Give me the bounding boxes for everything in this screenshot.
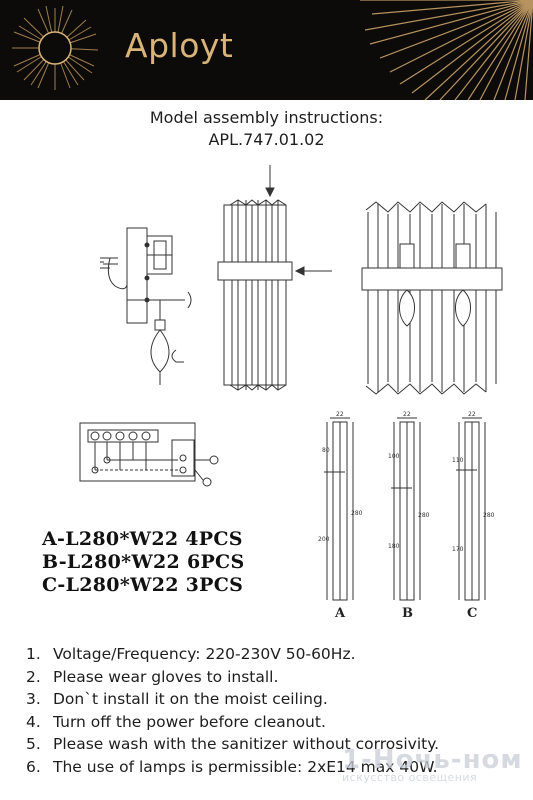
instructions-list: 1. Voltage/Frequency: 220-230V 50-60Hz. 2…	[26, 643, 439, 779]
watermark-subtitle: искусство освещения	[342, 771, 478, 784]
wiring-diagram	[79, 422, 219, 487]
list-number: 1.	[26, 645, 41, 663]
list-item: 6. The use of lamps is permissible: 2xE14…	[26, 756, 439, 779]
dim-a-width: 22	[336, 411, 344, 418]
profile-a-drawing	[324, 417, 354, 601]
parts-list: A-L280*W22 4PCS B-L280*W22 6PCS C-L280*W…	[42, 528, 245, 597]
assembly-drawings: 22 80 280 200 22 100 280 180 22 110 280 …	[79, 165, 503, 601]
profile-label-a: A	[335, 606, 346, 621]
dim-b-width: 22	[403, 411, 411, 418]
profile-c-drawing	[456, 417, 486, 601]
list-text: The use of lamps is permissible: 2xE14 m…	[53, 757, 438, 776]
list-number: 5.	[26, 735, 41, 754]
brand-name: Aployt	[125, 26, 234, 65]
dim-a-length: 280	[351, 510, 363, 517]
list-text: Turn off the power before cleanout.	[53, 712, 326, 731]
dim-c-width: 22	[468, 411, 476, 418]
list-item: 5. Please wash with the sanitizer without…	[26, 733, 439, 756]
list-item: 3. Don`t install it on the moist ceiling.	[26, 688, 439, 711]
list-item: 4. Turn off the power before cleanout.	[26, 711, 439, 734]
dim-c-bottom: 170	[452, 546, 464, 553]
dim-c-top: 110	[452, 457, 464, 464]
model-number: APL.747.01.02	[208, 130, 325, 149]
brand-header: Aployt	[0, 0, 533, 100]
fixture-front-view	[217, 165, 332, 391]
dim-b-length: 280	[418, 512, 430, 519]
bracket-install-diagram	[100, 227, 192, 385]
fixture-assembled-view	[361, 201, 503, 395]
dim-c-length: 280	[483, 512, 495, 519]
profile-b-drawing	[391, 417, 421, 601]
list-number: 2.	[26, 667, 41, 686]
dim-a-top: 80	[322, 447, 330, 454]
dim-b-top: 100	[388, 453, 400, 460]
dim-a-bottom: 200	[318, 536, 330, 543]
watermark-title: 1-Ночь-ном	[342, 745, 523, 775]
profile-label-b: B	[402, 606, 413, 621]
list-text: Please wear gloves to install.	[53, 667, 279, 686]
part-c: C-L280*W22 3PCS	[42, 574, 244, 596]
list-text: Don`t install it on the moist ceiling.	[53, 690, 328, 709]
sunburst-logo-graphic	[12, 0, 533, 100]
watermark: 1-Ночь-ном искусство освещения	[342, 745, 523, 784]
profile-label-c: C	[467, 606, 478, 621]
list-number: 6.	[26, 757, 41, 776]
list-text: Please wash with the sanitizer without c…	[53, 735, 440, 754]
part-a: A-L280*W22 4PCS	[42, 528, 243, 550]
dim-b-bottom: 180	[388, 543, 400, 550]
list-item: 1. Voltage/Frequency: 220-230V 50-60Hz.	[26, 643, 439, 666]
page-title: Model assembly instructions:	[149, 108, 384, 127]
list-text: Voltage/Frequency: 220-230V 50-60Hz.	[53, 645, 356, 663]
list-number: 4.	[26, 712, 41, 731]
list-item: 2. Please wear gloves to install.	[26, 666, 439, 689]
part-b: B-L280*W22 6PCS	[42, 551, 245, 573]
list-number: 3.	[26, 690, 41, 709]
